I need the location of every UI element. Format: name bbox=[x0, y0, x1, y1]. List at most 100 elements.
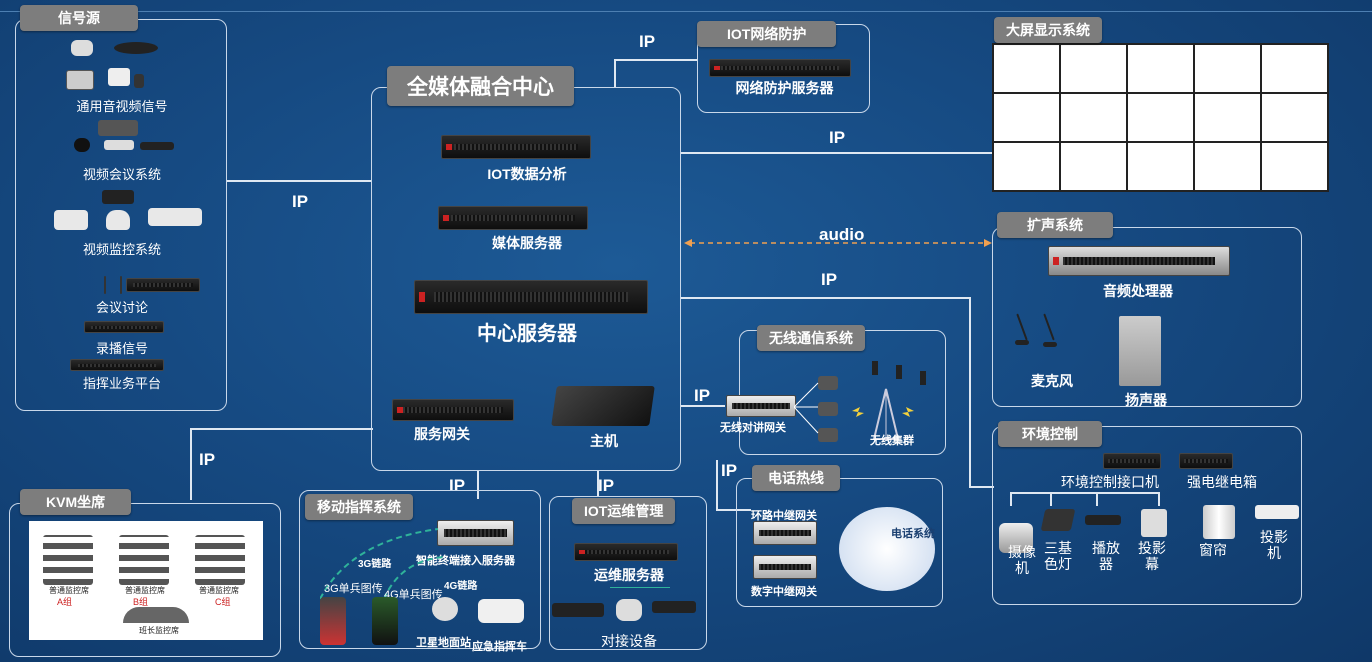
seat-sub-label: 普通监控席 bbox=[199, 586, 239, 595]
ip-label: IP bbox=[639, 32, 656, 51]
video-wall bbox=[992, 43, 1329, 192]
camera-icon bbox=[74, 138, 90, 152]
env-interface-icon bbox=[1103, 453, 1161, 469]
gooseneck-mic-icon bbox=[104, 276, 106, 294]
radio-terminal-icon bbox=[818, 376, 838, 390]
center-item-label: 主机 bbox=[590, 433, 618, 449]
terminal-label: 4G单兵图传 bbox=[384, 589, 443, 601]
vehicle-label: 应急指挥车 bbox=[472, 641, 527, 653]
iot-ops-title: IOT运维管理 bbox=[572, 498, 676, 524]
nvr-icon bbox=[102, 190, 134, 204]
audio-processor-label: 音频处理器 bbox=[1103, 283, 1173, 299]
projector-icon bbox=[1255, 505, 1299, 519]
big-screen-title: 大屏显示系统 bbox=[994, 17, 1102, 43]
leader-desk-label: 班长监控席 bbox=[139, 626, 179, 635]
terminal-access-server-icon bbox=[437, 520, 514, 546]
center-item-label: IOT数据分析 bbox=[487, 166, 567, 182]
mobile-links bbox=[320, 528, 445, 600]
conference-phone-icon bbox=[114, 42, 158, 54]
gooseneck-mic-icon bbox=[1043, 313, 1055, 341]
digital-relay-icon bbox=[753, 555, 817, 579]
signal-source-panel: 通用音视频信号 视频会议系统 视频监控系统 会议讨论 录播信号 指挥业务平台 bbox=[15, 19, 227, 411]
terminal-label: 3G单兵图传 bbox=[324, 583, 383, 595]
wall-panel-icon bbox=[108, 68, 130, 86]
env-interface-label: 环境控制接口机 bbox=[1061, 474, 1159, 490]
curtain-icon bbox=[1203, 505, 1235, 539]
bullet-camera-icon bbox=[54, 210, 88, 230]
mobile-command-panel: 智能终端接入服务器 3G链路 4G链路 3G单兵图传 4G单兵图传 卫星地面站 … bbox=[299, 490, 541, 653]
video-terminal-icon bbox=[98, 120, 138, 136]
center-server-label: 中心服务器 bbox=[477, 323, 577, 345]
mic-base bbox=[1043, 342, 1057, 347]
kvm-panel: 普通监控席 A组 普通监控席 B组 普通监控席 C组 班长监控席 bbox=[9, 503, 281, 657]
platform-server-icon bbox=[70, 359, 164, 371]
iot-ops-panel: 运维服务器 对接设备 bbox=[549, 496, 707, 650]
digital-relay-label: 数字中继网关 bbox=[751, 586, 817, 598]
devices-label: 对接设备 bbox=[601, 633, 657, 649]
cluster-tower-icon bbox=[794, 361, 926, 440]
signal-item-label: 录播信号 bbox=[95, 341, 148, 356]
power-box-icon bbox=[1179, 453, 1233, 469]
wireless-mic-icon bbox=[134, 74, 144, 88]
radio-terminal-icon bbox=[818, 402, 838, 416]
media-center-panel: IOT数据分析 媒体服务器 中心服务器 服务网关 主机 bbox=[371, 87, 681, 471]
player-icon bbox=[1085, 515, 1121, 525]
iot-protect-title: IOT网络防护 bbox=[697, 21, 837, 47]
phone-system-bubble bbox=[839, 507, 935, 591]
env-control-panel: 环境控制接口机 强电继电箱 摄像机 三基色灯 播放器 投影幕 窗帘 投影机 bbox=[992, 426, 1302, 605]
host-chassis-icon bbox=[551, 386, 655, 426]
center-item-label: 服务网关 bbox=[414, 426, 470, 442]
intercom-gateway-icon bbox=[726, 395, 796, 417]
audio-processor-icon bbox=[1048, 246, 1230, 276]
group-label: A组 bbox=[57, 597, 73, 607]
env-device-label: 三基色灯 bbox=[1044, 540, 1072, 572]
link-label: 3G链路 bbox=[358, 559, 392, 570]
device-box-icon bbox=[552, 603, 604, 617]
env-device-label: 投影机 bbox=[1260, 529, 1288, 561]
seat-group-icon bbox=[119, 535, 169, 585]
signal-item-label: 会议讨论 bbox=[95, 300, 148, 315]
satellite-dish-icon bbox=[432, 597, 458, 621]
env-device-label: 摄像机 bbox=[1008, 544, 1036, 576]
loop-relay-label: 环路中继网关 bbox=[751, 510, 817, 522]
group-label: B组 bbox=[133, 597, 149, 607]
3g-terminal-icon bbox=[320, 597, 346, 645]
radio-terminal-icon bbox=[818, 428, 838, 442]
command-vehicle-icon bbox=[478, 599, 524, 623]
signal-source-title: 信号源 bbox=[20, 5, 138, 31]
camera-icon bbox=[616, 599, 642, 621]
tricolor-light-icon bbox=[1040, 509, 1076, 531]
4g-terminal-icon bbox=[372, 597, 398, 645]
ip-label: IP bbox=[292, 192, 309, 211]
codec-icon bbox=[104, 140, 134, 150]
env-control-title: 环境控制 bbox=[998, 421, 1102, 447]
mic-base bbox=[1015, 340, 1029, 345]
ip-label: IP bbox=[721, 461, 738, 480]
iot-protect-panel: 网络防护服务器 bbox=[697, 24, 870, 113]
power-box-label: 强电继电箱 bbox=[1187, 474, 1257, 490]
env-device-label: 投影幕 bbox=[1138, 540, 1166, 572]
conference-host-icon bbox=[126, 278, 200, 292]
wireless-title: 无线通信系统 bbox=[757, 325, 865, 351]
intercom-gateway-label: 无线对讲网关 bbox=[720, 422, 786, 434]
speaker-label: 扬声器 bbox=[1125, 392, 1167, 408]
ip-label: IP bbox=[821, 270, 838, 289]
signal-item-label: 指挥业务平台 bbox=[82, 376, 161, 391]
satellite-label: 卫星地面站 bbox=[416, 637, 471, 649]
cluster-label: 无线集群 bbox=[870, 435, 914, 447]
ip-label: IP bbox=[598, 476, 615, 495]
ops-server-label: 运维服务器 bbox=[594, 567, 664, 583]
audio-label: audio bbox=[819, 225, 865, 244]
media-center-title: 全媒体融合中心 bbox=[387, 66, 574, 106]
leader-desk-icon bbox=[123, 607, 189, 623]
group-label: C组 bbox=[215, 597, 231, 607]
laptop-icon bbox=[66, 70, 94, 90]
mcu-icon bbox=[140, 142, 174, 150]
phone-title: 电话热线 bbox=[752, 465, 840, 491]
mic-label: 麦克风 bbox=[1031, 373, 1073, 389]
gooseneck-mic-icon bbox=[120, 276, 122, 294]
signal-item-label: 视频会议系统 bbox=[82, 167, 161, 182]
dome-camera-icon bbox=[106, 210, 130, 230]
phone-panel: 环路中继网关 数字中继网关 电话系统 bbox=[736, 478, 943, 607]
phone-system-label: 电话系统 bbox=[891, 528, 935, 540]
